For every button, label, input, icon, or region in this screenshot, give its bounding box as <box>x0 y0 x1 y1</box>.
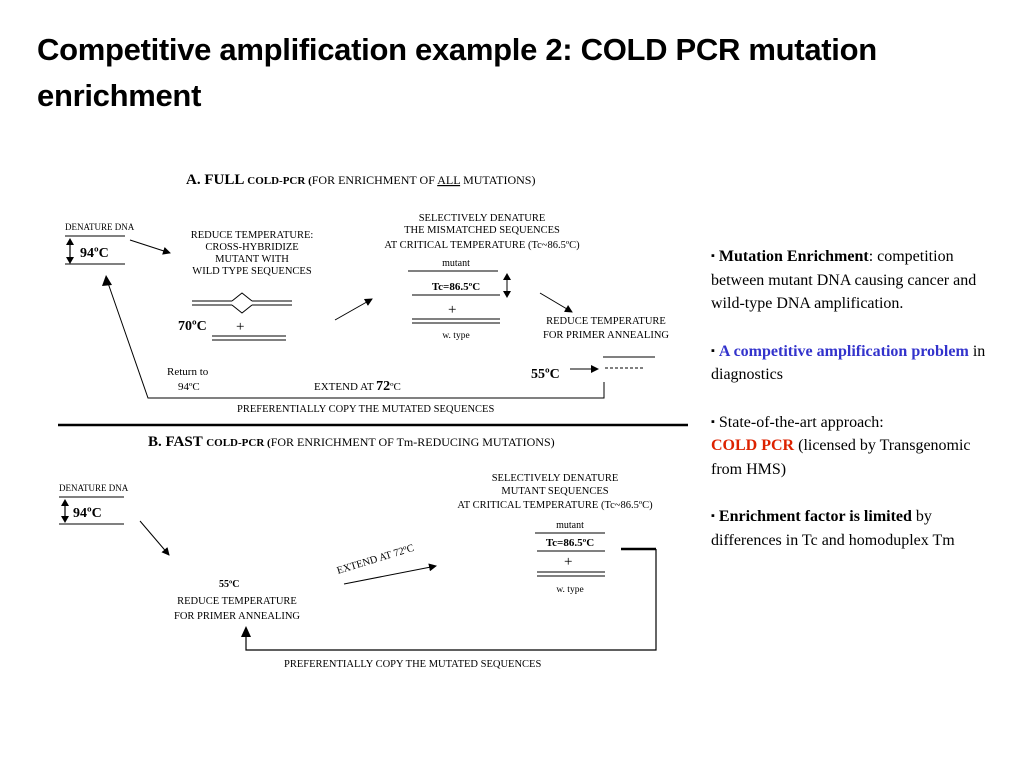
panel-a-reduce-text: REDUCE TEMPERATURE: CROSS-HYBRIDIZE MUTA… <box>191 230 314 277</box>
svg-text:WILD TYPE SEQUENCES: WILD TYPE SEQUENCES <box>192 266 312 277</box>
panel-b-temp-55: 55ºC <box>219 579 240 590</box>
bullet-marker: ▪ <box>711 344 715 357</box>
panel-b-cycle-loop <box>245 547 657 651</box>
panel-a-loop-arrowhead <box>102 275 112 286</box>
svg-text:REDUCE TEMPERATURE: REDUCE TEMPERATURE <box>177 596 297 607</box>
panel-a-plus-2: + <box>448 302 456 318</box>
svg-text:94ºC: 94ºC <box>178 381 200 393</box>
panel-a-extend-label: EXTEND AT 72ºC <box>314 379 401 394</box>
bullet-mutation-enrichment: ▪ Mutation Enrichment: competition betwe… <box>711 248 977 312</box>
panel-a-return-text: Return to 94ºC <box>167 366 209 393</box>
panel-a-cycle-loop <box>107 282 605 399</box>
panel-a-plus: + <box>236 319 244 335</box>
panel-a-temp-70: 70ºC <box>178 319 207 334</box>
panel-a-denature-label: DENATURE DNA <box>65 222 135 232</box>
panel-b-denature-label: DENATURE DNA <box>59 483 129 493</box>
panel-b-tc-label: Tc=86.5ºC <box>546 537 594 549</box>
svg-text:AT CRITICAL TEMPERATURE (Tc~86: AT CRITICAL TEMPERATURE (Tc~86.5ºC) <box>384 240 580 251</box>
panel-b-arrow-to-primer <box>139 520 170 556</box>
panel-a-wtype-label: w. type <box>442 331 469 341</box>
panel-a-mutant-label: mutant <box>442 258 470 269</box>
panel-a-double-arrow-icon <box>66 238 74 264</box>
bullet-list: ▪ Mutation Enrichment: competition betwe… <box>711 245 1001 576</box>
bullet-marker: ▪ <box>711 250 715 262</box>
svg-text:CROSS-HYBRIDIZE: CROSS-HYBRIDIZE <box>205 242 298 253</box>
panel-a-heading: A. FULL COLD-PCR (FOR ENRICHMENT OF ALL … <box>186 172 535 188</box>
panel-a-selective-text: SELECTIVELY DENATURE THE MISMATCHED SEQU… <box>384 213 580 251</box>
panel-b-loop-arrowhead <box>241 626 251 637</box>
svg-text:Return to: Return to <box>167 366 209 378</box>
svg-text:SELECTIVELY DENATURE: SELECTIVELY DENATURE <box>419 213 546 224</box>
panel-b-primer-text: REDUCE TEMPERATURE FOR PRIMER ANNEALING <box>174 596 300 622</box>
svg-text:FOR PRIMER ANNEALING: FOR PRIMER ANNEALING <box>543 330 669 341</box>
panel-a-arrow-to-selective <box>334 298 373 321</box>
panel-b-wtype-label: w. type <box>556 585 583 595</box>
bullet-enrichment-factor: ▪ Enrichment factor is limited by differ… <box>711 508 955 549</box>
panel-b-heading: B. FAST COLD-PCR (FOR ENRICHMENT OF Tm-R… <box>148 434 555 450</box>
panel-a-copy-label: PREFERENTIALLY COPY THE MUTATED SEQUENCE… <box>237 404 494 415</box>
svg-text:FOR PRIMER ANNEALING: FOR PRIMER ANNEALING <box>174 611 300 622</box>
svg-text:REDUCE TEMPERATURE: REDUCE TEMPERATURE <box>546 316 666 327</box>
svg-text:AT CRITICAL TEMPERATURE (Tc~86: AT CRITICAL TEMPERATURE (Tc~86.5ºC) <box>457 500 653 511</box>
svg-text:SELECTIVELY DENATURE: SELECTIVELY DENATURE <box>492 473 619 484</box>
svg-text:MUTANT WITH: MUTANT WITH <box>215 254 289 265</box>
svg-text:THE MISMATCHED SEQUENCES: THE MISMATCHED SEQUENCES <box>404 225 560 236</box>
svg-text:MUTANT SEQUENCES: MUTANT SEQUENCES <box>501 486 608 497</box>
panel-a-temp-94: 94ºC <box>80 246 109 261</box>
panel-b-selective-text: SELECTIVELY DENATURE MUTANT SEQUENCES AT… <box>457 473 653 511</box>
panel-b-arrow-to-selective <box>343 563 437 585</box>
panel-a-heteroduplex-icon <box>192 292 292 314</box>
panel-a-temp-55: 55ºC <box>531 367 560 382</box>
slide-title: Competitive amplification example 2: COL… <box>37 32 877 113</box>
svg-text:REDUCE TEMPERATURE:: REDUCE TEMPERATURE: <box>191 230 314 241</box>
panel-b-plus: + <box>564 554 572 570</box>
bullet-competitive-amplification: ▪ A competitive amplification problem in… <box>711 342 986 384</box>
panel-b-temp-94: 94ºC <box>73 506 102 521</box>
panel-a-arrow-to-reduce <box>129 239 171 255</box>
panel-b-extend-label: EXTEND AT 72ºC <box>336 543 416 577</box>
panel-b-mutant-label: mutant <box>556 520 584 531</box>
bullet-marker: ▪ <box>711 510 715 522</box>
panel-a-separation-arrow-icon <box>503 273 511 298</box>
bullet-state-of-the-art: ▪ State-of-the-art approach: COLD PCR (l… <box>711 413 971 478</box>
panel-b-copy-label: PREFERENTIALLY COPY THE MUTATED SEQUENCE… <box>284 659 541 670</box>
panel-a-tc-label: Tc=86.5ºC <box>432 281 480 293</box>
cold-pcr-diagram: A. FULL COLD-PCR (FOR ENRICHMENT OF ALL … <box>58 172 688 670</box>
panel-a-arrow-to-primer <box>539 292 573 313</box>
bullet-marker: ▪ <box>711 415 715 428</box>
panel-a-primer-text: REDUCE TEMPERATURE FOR PRIMER ANNEALING <box>543 316 669 341</box>
panel-b-double-arrow-icon <box>61 499 69 523</box>
